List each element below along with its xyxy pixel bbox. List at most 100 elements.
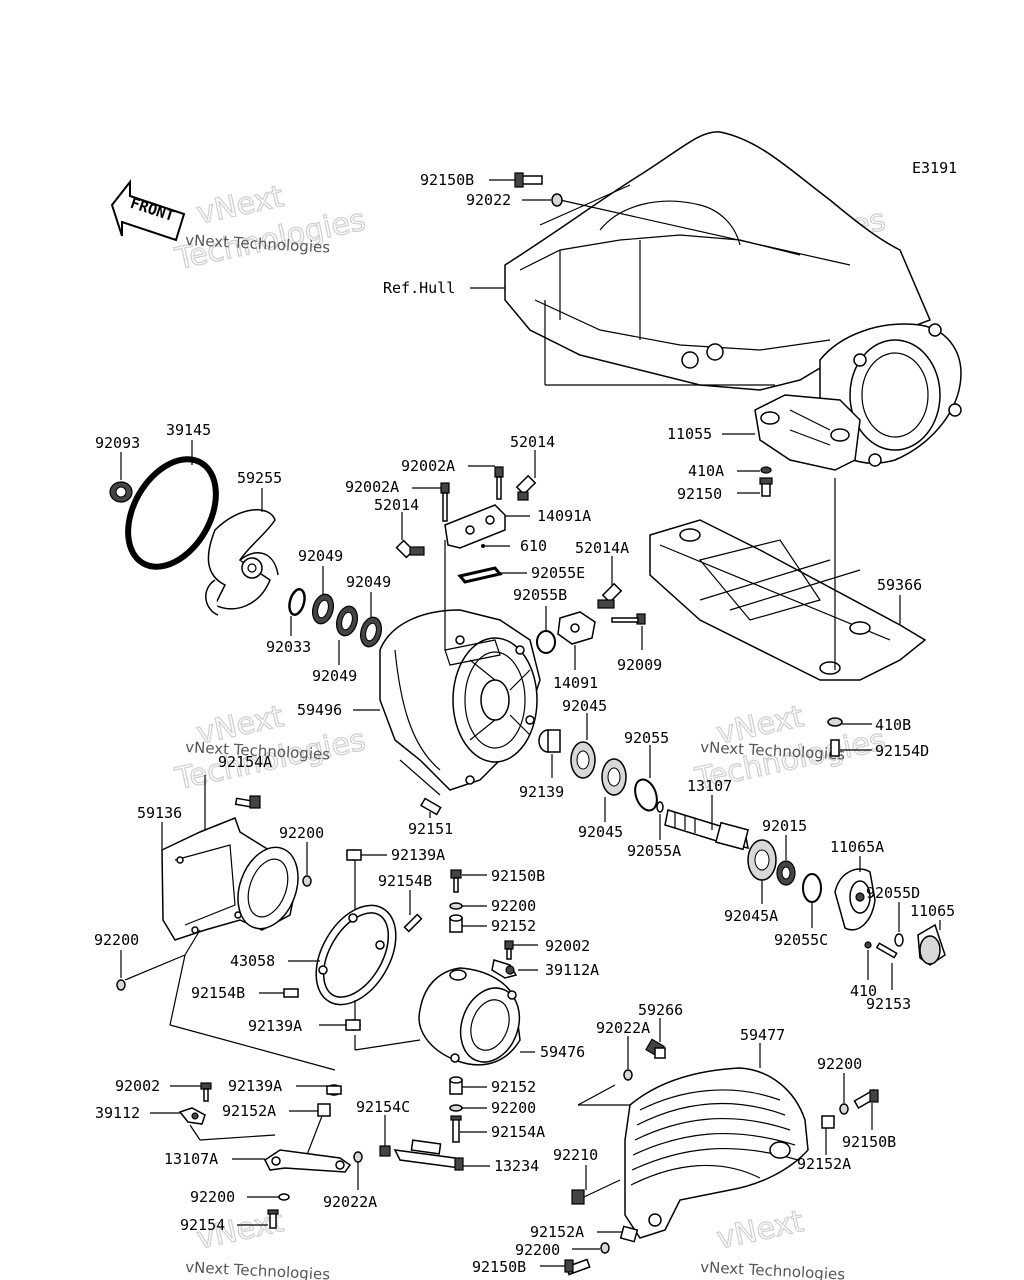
label-410A: 410A xyxy=(688,462,724,480)
seal-92049-b[interactable] xyxy=(333,604,360,638)
label-92152-b: 92152 xyxy=(491,1078,536,1096)
arm-13107A[interactable] xyxy=(264,1149,352,1173)
label-14091: 14091 xyxy=(553,674,598,692)
ring-92055D[interactable] xyxy=(894,933,904,947)
oring-92055C[interactable] xyxy=(802,873,822,903)
bolt-92002A-b[interactable] xyxy=(440,482,450,522)
bolt-92002A-a[interactable] xyxy=(494,466,504,500)
bolt-92154D[interactable] xyxy=(830,739,840,757)
housing-14091A[interactable] xyxy=(444,504,506,549)
flange-14091[interactable] xyxy=(557,611,596,645)
washer-92200-g[interactable] xyxy=(600,1242,610,1254)
label-11055: 11055 xyxy=(667,425,712,443)
label-92009: 92009 xyxy=(617,656,662,674)
bushing-92139[interactable] xyxy=(538,729,561,753)
bolt-59266[interactable] xyxy=(645,1038,666,1059)
washer-92200-b[interactable] xyxy=(116,979,126,991)
bolt-92210[interactable] xyxy=(571,1189,585,1205)
gasket-92055E[interactable] xyxy=(457,566,503,584)
collar-92152A-a[interactable] xyxy=(317,1103,331,1117)
part-labels: 92150B 92022 Ref.Hull 11055 410A 92150 5… xyxy=(94,171,955,1276)
bearing-92045A[interactable] xyxy=(747,839,777,881)
ring-43058[interactable] xyxy=(305,897,407,1014)
nipple-52014-b[interactable] xyxy=(395,539,425,559)
oring-92055B[interactable] xyxy=(536,630,556,654)
washer-92200-d[interactable] xyxy=(278,1193,290,1201)
label-92152A-c: 92152A xyxy=(530,1223,584,1241)
label-39112: 39112 xyxy=(95,1104,140,1122)
bolt-92154C[interactable] xyxy=(379,1145,391,1157)
impeller-59255[interactable] xyxy=(205,509,279,616)
bolt-92154B-b[interactable] xyxy=(283,988,299,998)
bolt-92150B-top[interactable] xyxy=(514,172,543,188)
washer-410B[interactable] xyxy=(827,717,843,727)
part-59366[interactable] xyxy=(649,519,927,681)
collar-92152A-b[interactable] xyxy=(821,1115,835,1129)
cap-11065[interactable] xyxy=(917,923,946,966)
label-92022A-b: 92022A xyxy=(596,1019,650,1037)
bushing-92139A-b[interactable] xyxy=(345,1019,361,1031)
bolt-92154A[interactable] xyxy=(450,1115,462,1143)
washer-92022[interactable] xyxy=(551,193,563,207)
nipple-52014A[interactable] xyxy=(597,582,623,609)
bolt-92150B-mid[interactable] xyxy=(450,869,462,893)
washer-410[interactable] xyxy=(864,941,872,949)
label-39145: 39145 xyxy=(166,421,211,439)
deflector-59476[interactable] xyxy=(418,967,529,1070)
label-14091A: 14091A xyxy=(537,507,591,525)
ring-92033[interactable] xyxy=(287,588,307,617)
bearing-92045-a[interactable] xyxy=(570,741,596,779)
label-92033: 92033 xyxy=(266,638,311,656)
seal-92049-a[interactable] xyxy=(309,592,336,626)
part-11055[interactable] xyxy=(754,394,861,471)
nipple-52014-a[interactable] xyxy=(515,474,537,501)
washer-92022A-a[interactable] xyxy=(353,1151,363,1163)
bolt-92154B-a[interactable] xyxy=(403,913,423,933)
washer-92200-e[interactable] xyxy=(449,1104,463,1112)
bolt-92151[interactable] xyxy=(420,797,442,816)
bearing-92045-b[interactable] xyxy=(601,758,627,796)
label-92210: 92210 xyxy=(553,1146,598,1164)
label-59255: 59255 xyxy=(237,469,282,487)
washer-92022A-b[interactable] xyxy=(623,1069,633,1081)
ring-39145[interactable] xyxy=(110,444,234,582)
lever-39112[interactable] xyxy=(178,1107,206,1125)
washer-92200-f[interactable] xyxy=(839,1103,849,1115)
shaft-13234[interactable] xyxy=(393,1139,464,1171)
washer-92200-a[interactable] xyxy=(302,875,312,887)
oring-92055[interactable] xyxy=(631,777,661,814)
shaft-13107[interactable] xyxy=(664,809,750,851)
bolt-92154A-top[interactable] xyxy=(234,795,261,809)
label-92139A-a: 92139A xyxy=(391,846,445,864)
collar-92152A-c[interactable] xyxy=(619,1225,639,1243)
bolt-92150B-bot[interactable] xyxy=(564,1258,591,1276)
reverse-bucket-59477[interactable] xyxy=(624,1067,809,1239)
bolt-92153[interactable] xyxy=(875,942,898,959)
label-92152A-b: 92152A xyxy=(797,1155,851,1173)
bushing-92139A-a[interactable] xyxy=(346,849,362,861)
nozzle-59136[interactable] xyxy=(161,817,309,941)
pump-case-59496[interactable] xyxy=(379,609,541,791)
bushing-92139A-c[interactable] xyxy=(326,1084,342,1096)
label-610: 610 xyxy=(520,537,547,555)
label-13234: 13234 xyxy=(494,1157,539,1175)
collar-92015[interactable] xyxy=(776,860,796,886)
bolt-92002-a[interactable] xyxy=(504,940,514,960)
washer-92200-c[interactable] xyxy=(449,902,463,910)
ring-92055A[interactable] xyxy=(656,801,664,813)
cap-92093[interactable] xyxy=(109,481,133,503)
bolt-92150B-r[interactable] xyxy=(853,1089,879,1109)
front-arrow-icon: FRONT xyxy=(110,179,186,242)
seal-92049-c[interactable] xyxy=(357,615,384,649)
bolt-92154[interactable] xyxy=(267,1209,279,1229)
bolt-92009[interactable] xyxy=(611,613,646,625)
lever-39112A[interactable] xyxy=(491,959,518,979)
label-92139A-b: 92139A xyxy=(248,1017,302,1035)
bolt-92002-b[interactable] xyxy=(200,1082,212,1102)
washer-410A[interactable] xyxy=(760,466,772,474)
collar-92152-b[interactable] xyxy=(449,1076,463,1095)
cap-11065A[interactable] xyxy=(834,868,876,931)
collar-92152-a[interactable] xyxy=(449,914,463,933)
pin-610[interactable] xyxy=(481,544,485,548)
bolt-92150[interactable] xyxy=(759,477,773,497)
